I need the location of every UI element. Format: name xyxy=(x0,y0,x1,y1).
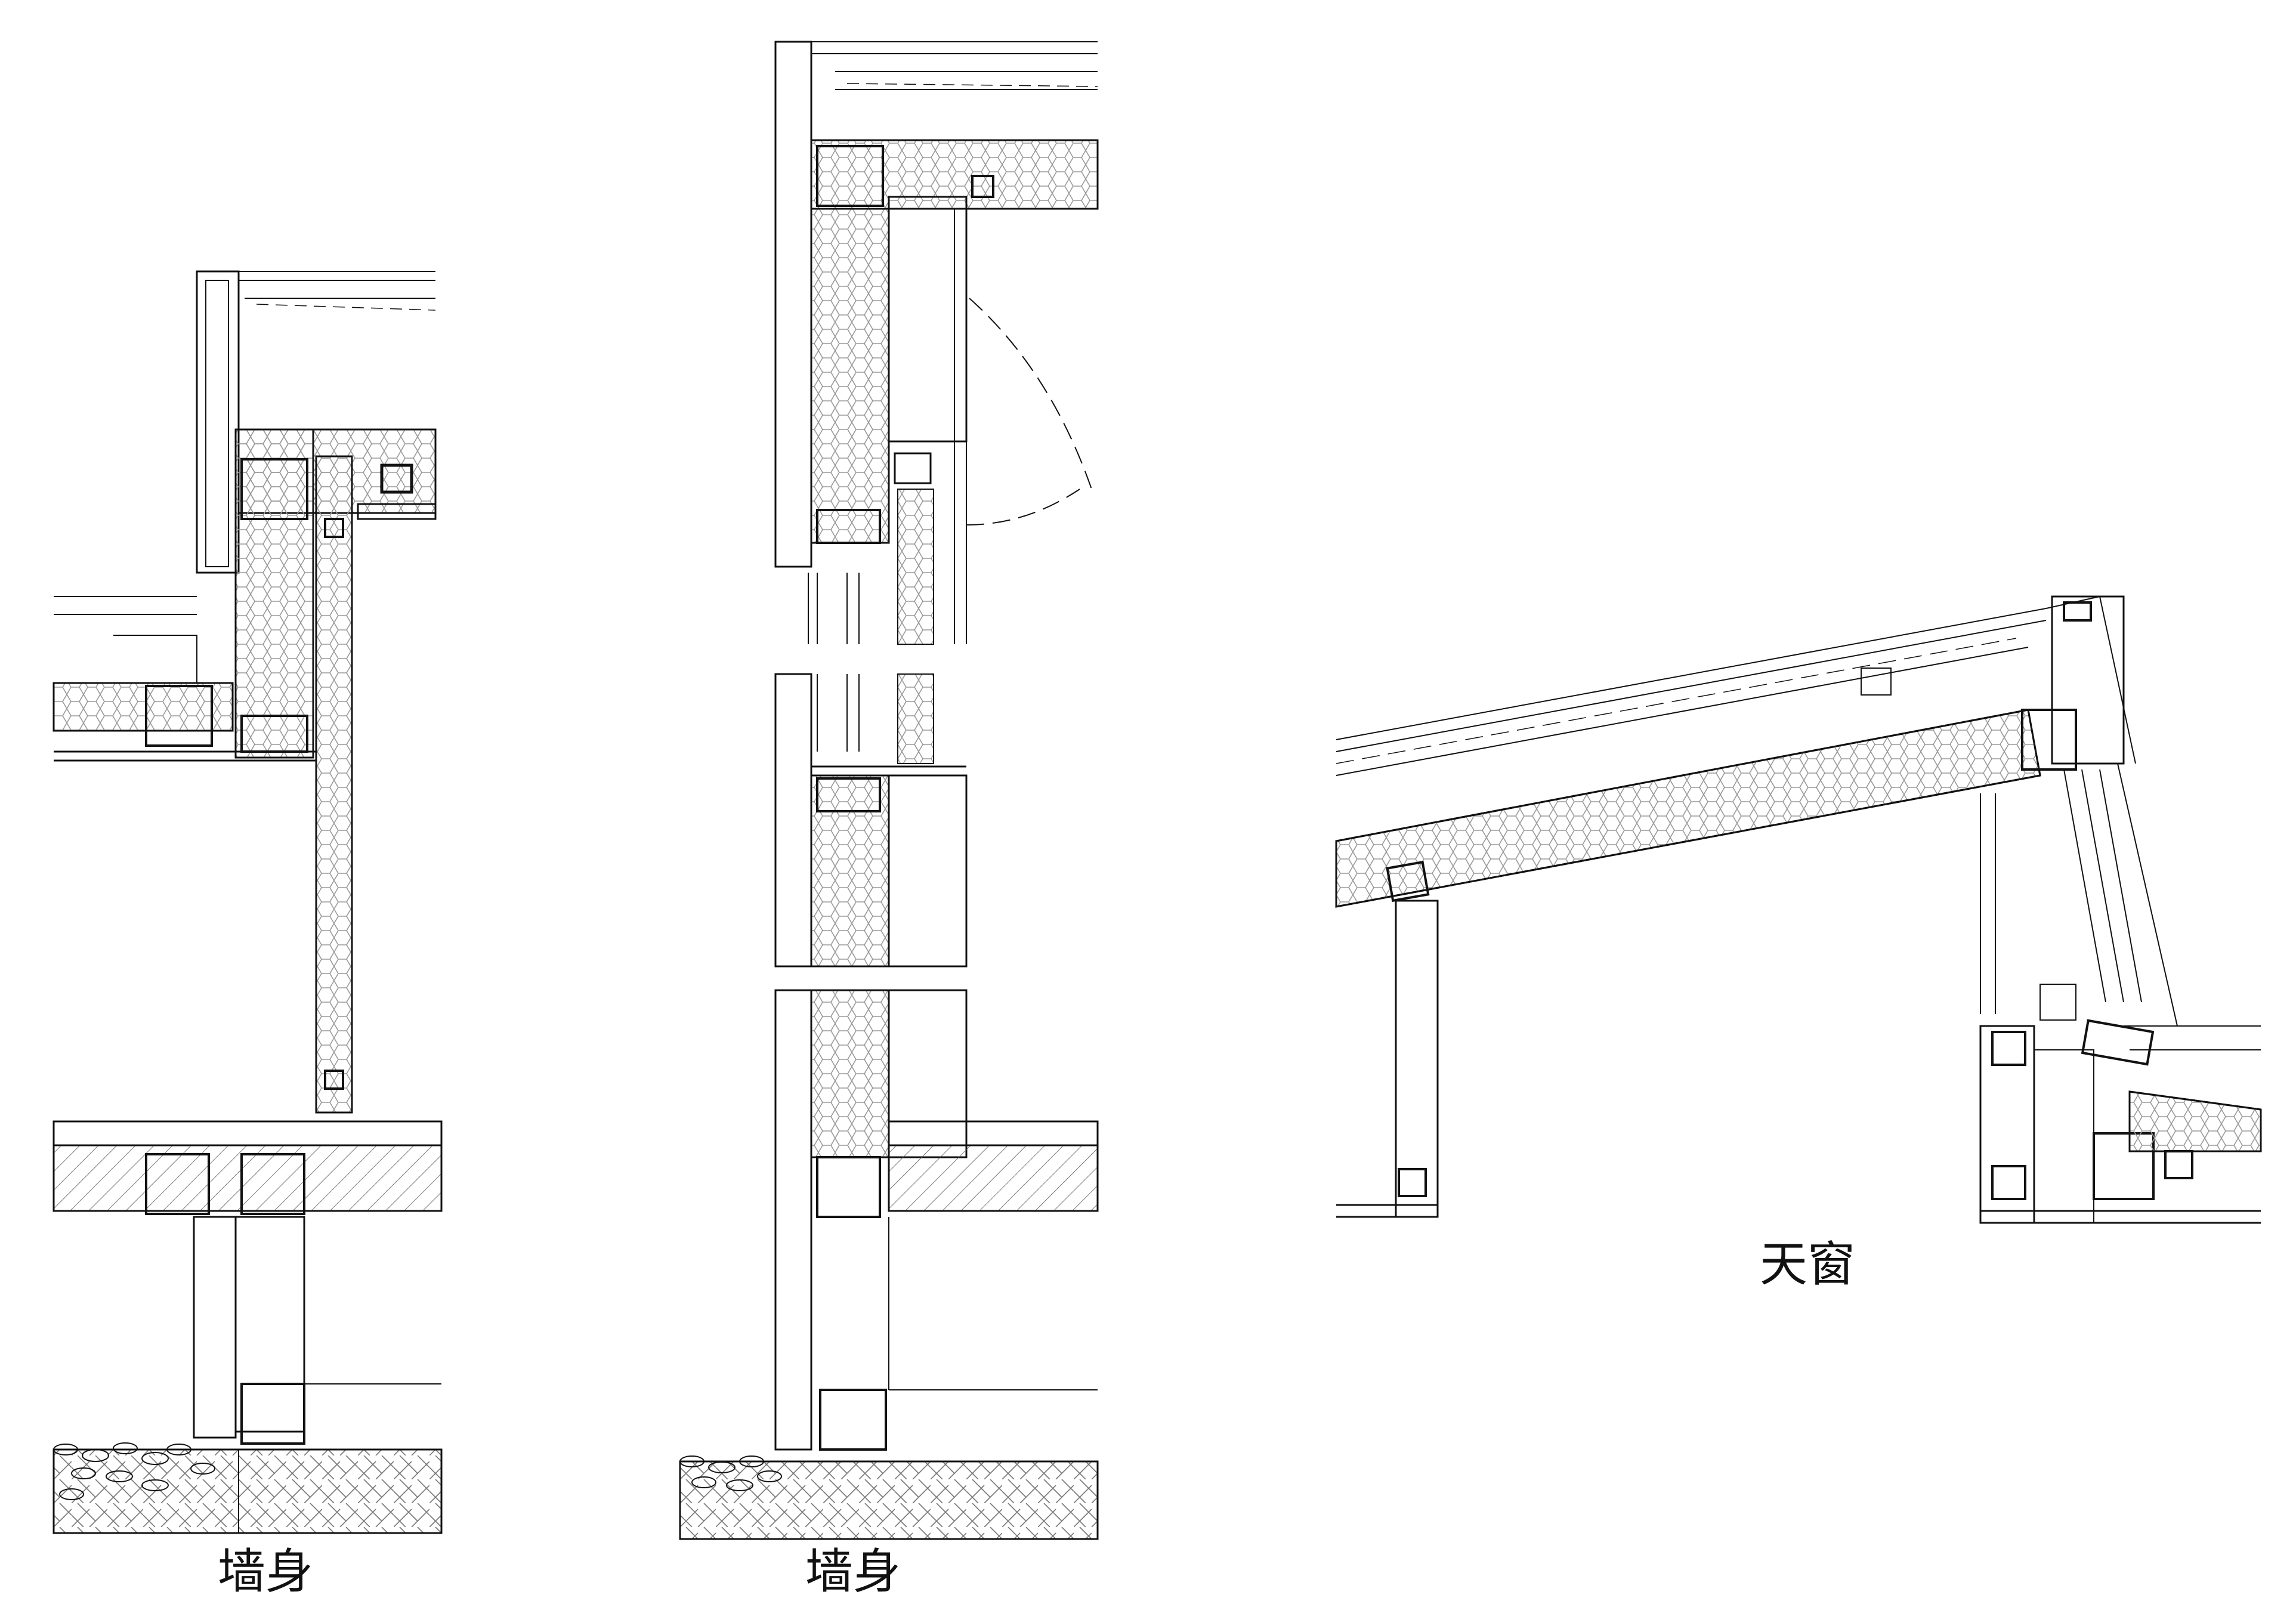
skylight-section xyxy=(1335,595,2262,1224)
caption-wall-section-left: 墙身 xyxy=(218,1544,313,1599)
caption-skylight: 天窗 xyxy=(1760,1237,1855,1292)
wall-section-left xyxy=(52,270,443,1534)
caption-wall-section-middle: 墙身 xyxy=(805,1544,901,1599)
wall-section-middle xyxy=(679,41,1099,1540)
